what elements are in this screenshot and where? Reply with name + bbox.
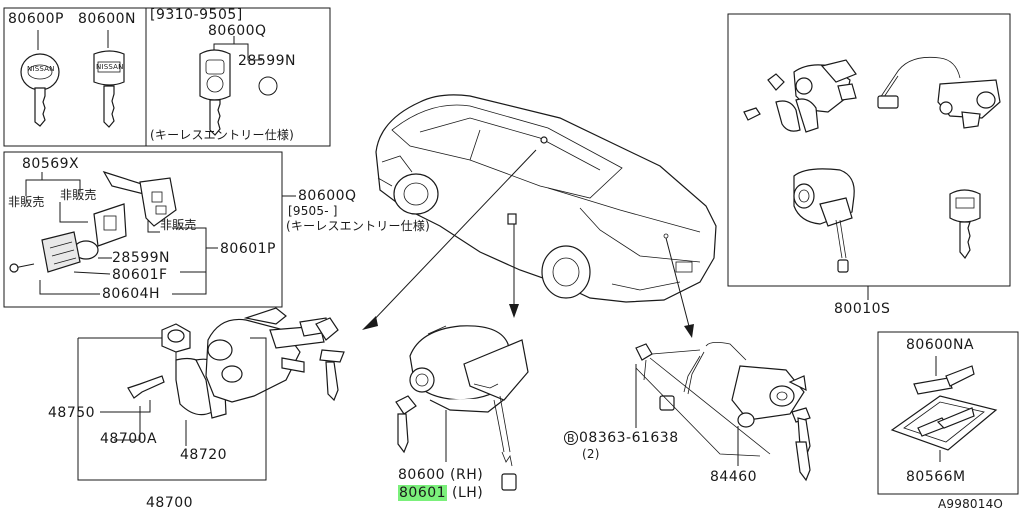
- label-48720: 48720: [180, 447, 228, 463]
- label-80600Q-early: 80600Q: [208, 23, 267, 39]
- label-not-sold-3: 非販売: [160, 218, 197, 232]
- key-brand-80600P: NISSAN: [27, 65, 55, 73]
- label-80601P: 80601P: [220, 241, 276, 257]
- label-80604H: 80604H: [102, 286, 161, 302]
- side-rh: (RH): [450, 467, 484, 483]
- note-keyless-late: (キーレスエントリー仕様): [286, 219, 430, 233]
- car-drawing: [375, 94, 717, 303]
- bolt-marker-b: B: [564, 431, 578, 445]
- label-date-range-late: [9505- ]: [288, 204, 338, 218]
- panel-keyless-late-frame: [3, 151, 283, 308]
- label-not-sold-1: 非販売: [8, 195, 45, 209]
- label-80010S: 80010S: [834, 301, 891, 317]
- side-lh: (LH): [452, 485, 484, 501]
- key-80600P-drawing: [20, 30, 60, 127]
- note-keyless-early: (キーレスエントリー仕様): [150, 128, 294, 142]
- door-cylinder-drawing: [395, 325, 529, 491]
- label-28599N-late: 28599N: [112, 250, 171, 266]
- keyless-late-drawing: [9, 170, 296, 295]
- label-80601-lh: 80601 (LH): [398, 485, 484, 501]
- trunk-cylinder-drawing: [635, 342, 811, 482]
- label-bolt-qty: (2): [582, 447, 600, 461]
- label-80600NA: 80600NA: [906, 337, 975, 353]
- ignition-assembly-drawing: [77, 307, 345, 481]
- key-brand-80600N: NISSAN: [96, 63, 124, 71]
- label-80600Q-late: 80600Q: [298, 188, 357, 204]
- label-48700A: 48700A: [100, 431, 158, 447]
- label-80601F: 80601F: [112, 267, 168, 283]
- panel-key-blank-frame: [877, 331, 1019, 495]
- label-not-sold-2: 非販売: [60, 188, 97, 202]
- label-80600-rh: 80600 (RH): [398, 468, 483, 482]
- part-80601-highlighted: 80601: [398, 485, 448, 501]
- key-80600N-drawing: [93, 30, 125, 128]
- label-80566M: 80566M: [906, 469, 966, 485]
- diagram-id: A998014O: [938, 497, 1004, 511]
- kit-drawing: [743, 56, 1001, 300]
- label-80600P: 80600P: [8, 11, 64, 27]
- panel-keyless-early-frame: [145, 7, 331, 147]
- label-80600N: 80600N: [78, 11, 137, 27]
- key-blank-drawing: [890, 356, 998, 462]
- label-84460: 84460: [710, 469, 758, 485]
- panel-kit-frame: [727, 13, 1011, 287]
- label-48750: 48750: [48, 405, 96, 421]
- label-28599N-early: 28599N: [238, 53, 297, 69]
- label-48700: 48700: [146, 495, 194, 511]
- keyless-early-drawing: [199, 36, 278, 136]
- label-date-range-early: [9310-9505]: [150, 7, 243, 23]
- callout-arrows: [362, 149, 694, 338]
- part-80600: 80600: [398, 467, 446, 483]
- part-08363-61638: 08363-61638: [579, 430, 679, 446]
- label-80569X: 80569X: [22, 156, 80, 172]
